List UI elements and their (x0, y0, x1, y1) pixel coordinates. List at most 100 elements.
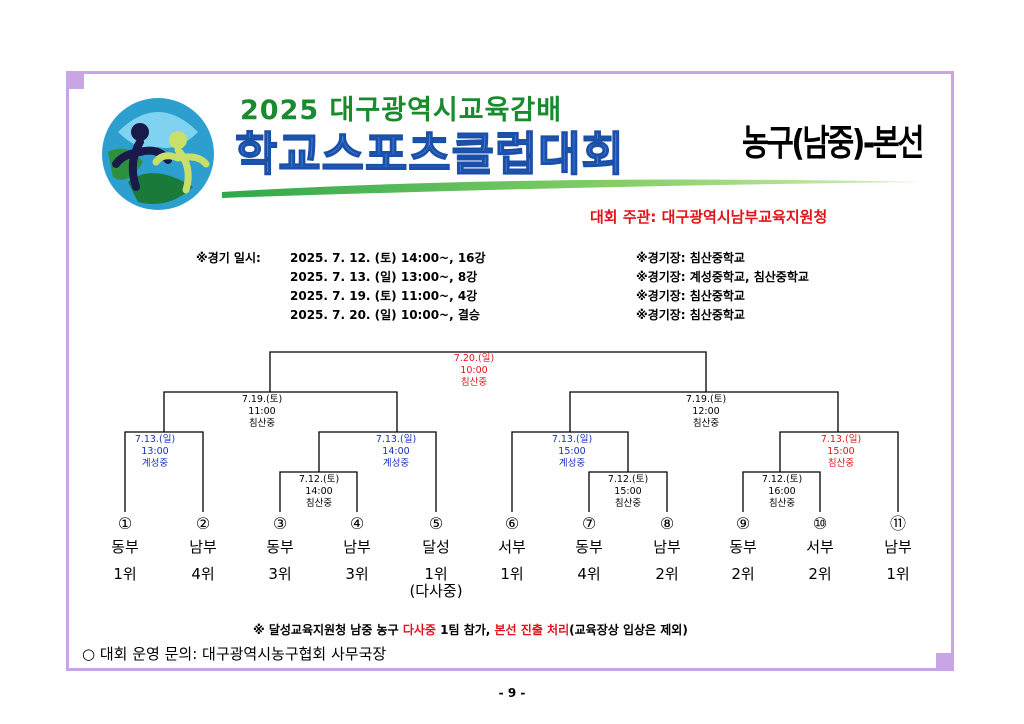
match-venue: 침산중 (460, 377, 488, 388)
contact-info: ○ 대회 운영 문의: 대구광역시농구협회 사무국장 (82, 645, 387, 663)
schedule-venue: ※경기장: 침산중학교 (636, 308, 745, 322)
match-time: 14:00 (382, 446, 410, 457)
team-rank: 4위 (577, 565, 601, 583)
page-frame (66, 71, 954, 671)
team-rank: 3위 (345, 565, 369, 583)
match-quarter-label: 7.13.(일) 15:00 침산중 (801, 434, 881, 470)
schedule-date: 2025. 7. 13. (일) 13:00~, 8강 (290, 270, 478, 284)
team-name: 동부 (111, 538, 139, 556)
host-organizer: 대회 주관: 대구광역시남부교육지원청 (590, 208, 828, 226)
team-seed: ⑩ (812, 514, 828, 533)
bracket-r16-line (279, 471, 358, 512)
team-name: 남부 (884, 538, 912, 556)
team-rank: 1위 (500, 565, 524, 583)
team-slot: ⑪ 남부 1위 (868, 512, 928, 586)
page-number: - 9 - (498, 686, 526, 700)
team-name: 동부 (266, 538, 294, 556)
team-slot: ③ 동부 3위 (250, 512, 310, 586)
schedule-venue: ※경기장: 침산중학교 (636, 289, 745, 303)
team-slot: ⑦ 동부 4위 (559, 512, 619, 586)
bracket-quarter-line (511, 431, 629, 512)
team-rank: 1위 (886, 565, 910, 583)
match-time: 12:00 (692, 406, 720, 417)
match-date: 7.20.(일) (453, 353, 495, 364)
team-rank: 2위 (731, 565, 755, 583)
match-date: 7.13.(일) (134, 434, 176, 445)
match-time: 16:00 (768, 486, 796, 497)
schedule-date: 2025. 7. 20. (일) 10:00~, 결승 (290, 308, 480, 322)
match-date: 7.19.(토) (685, 394, 727, 405)
bracket-final-line (269, 351, 707, 392)
match-time: 13:00 (141, 446, 169, 457)
match-time: 15:00 (827, 446, 855, 457)
match-semi-label: 7.19.(토) 11:00 침산중 (222, 394, 302, 430)
team-rank: 4위 (191, 565, 215, 583)
match-date: 7.13.(일) (820, 434, 862, 445)
team-seed: ③ (272, 514, 288, 533)
team-name: 서부 (806, 538, 834, 556)
note-text: (교육장상 입상은 제외) (569, 623, 688, 637)
team-name: 서부 (498, 538, 526, 556)
team-slot: ⑤ 달성 1위 (406, 512, 466, 586)
bracket-semi-left-line (163, 391, 398, 432)
match-date: 7.12.(토) (607, 474, 649, 485)
team-seed: ⑪ (889, 514, 906, 533)
title-swoosh (222, 179, 922, 198)
schedule-venue: ※경기장: 침산중학교 (636, 251, 745, 265)
team-seed: ⑤ (428, 514, 444, 533)
match-venue: 침산중 (305, 498, 333, 509)
match-time: 15:00 (614, 486, 642, 497)
match-r16-label: 7.12.(토) 14:00 침산중 (279, 474, 359, 510)
match-quarter-label: 7.13.(일) 14:00 계성중 (356, 434, 436, 470)
schedule-label: ※경기 일시: (196, 251, 261, 265)
team-rank: 2위 (808, 565, 832, 583)
event-title: 농구(남중)-본선 (742, 123, 925, 164)
team-seed: ⑧ (659, 514, 675, 533)
note-highlight: 본선 진출 처리 (494, 623, 570, 637)
team-seed: ⑨ (735, 514, 751, 533)
match-venue: 침산중 (614, 498, 642, 509)
team-slot: ⑧ 남부 2위 (637, 512, 697, 586)
schedule-venue: ※경기장: 계성중학교, 침산중학교 (636, 270, 809, 284)
team-seed: ⑦ (581, 514, 597, 533)
team-seed: ⑥ (504, 514, 520, 533)
team-slot: ④ 남부 3위 (327, 512, 387, 586)
team-name: 동부 (575, 538, 603, 556)
team-name: 달성 (422, 538, 450, 556)
team-rank: 3위 (268, 565, 292, 583)
match-date: 7.19.(토) (241, 394, 283, 405)
team-name: 남부 (653, 538, 681, 556)
note-text: ※ 달성교육지원청 남중 농구 (253, 623, 403, 637)
match-date: 7.13.(일) (375, 434, 417, 445)
match-venue: 침산중 (827, 458, 855, 469)
schedule-date: 2025. 7. 12. (토) 14:00~, 16강 (290, 251, 486, 265)
team-rank: 2위 (655, 565, 679, 583)
team-name: 남부 (189, 538, 217, 556)
team-seed: ① (117, 514, 133, 533)
match-time: 14:00 (305, 486, 333, 497)
team-slot: ⑨ 동부 2위 (713, 512, 773, 586)
match-date: 7.13.(일) (551, 434, 593, 445)
bracket-quarter-line (779, 431, 899, 512)
note-highlight: 다사중 (402, 623, 436, 637)
bracket-semi-right-line (569, 391, 839, 432)
match-quarter-label: 7.13.(일) 15:00 계성중 (532, 434, 612, 470)
match-quarter-label: 7.13.(일) 13:00 계성중 (115, 434, 195, 470)
match-r16-label: 7.12.(토) 15:00 침산중 (588, 474, 668, 510)
match-r16-label: 7.12.(토) 16:00 침산중 (742, 474, 822, 510)
team-5-school-note: (다사중) (409, 582, 463, 600)
match-date: 7.12.(토) (298, 474, 340, 485)
team-slot: ② 남부 4위 (173, 512, 233, 586)
title-line-1: 2025 대구광역시교육감배 (240, 95, 563, 126)
match-venue: 침산중 (692, 418, 720, 429)
match-venue: 침산중 (248, 418, 276, 429)
match-venue: 계성중 (141, 458, 169, 469)
match-venue: 계성중 (382, 458, 410, 469)
bracket-r16-line (588, 471, 668, 512)
team-slot: ⑩ 서부 2위 (790, 512, 850, 586)
match-time: 10:00 (460, 365, 488, 376)
schedule-date: 2025. 7. 19. (토) 11:00~, 4강 (290, 289, 478, 303)
note-text: 1팀 참가, (435, 623, 495, 637)
event-logo-icon (102, 98, 214, 210)
